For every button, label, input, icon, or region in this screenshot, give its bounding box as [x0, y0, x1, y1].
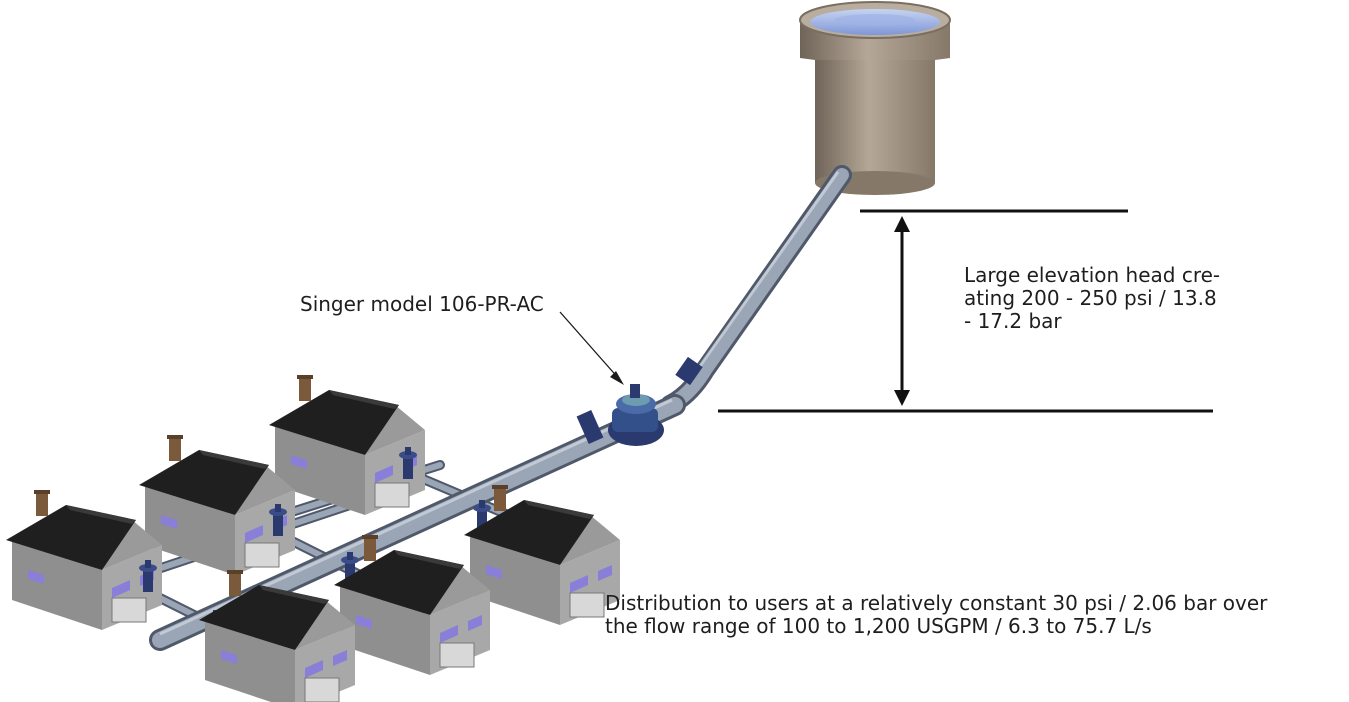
elevation-head-label: Large elevation head cre- ating 200 - 25… [964, 263, 1221, 333]
valve-model-label: Singer model 106-PR-AC [300, 292, 544, 316]
pressure-reducing-valve [608, 384, 664, 446]
distribution-label: Distribution to users at a relatively co… [605, 591, 1268, 638]
house [198, 569, 356, 702]
house [138, 434, 296, 576]
supply-pipe [660, 165, 852, 415]
house [5, 489, 163, 631]
elevation-head-marker [718, 209, 1213, 413]
reservoir-tank [799, 1, 951, 195]
valve-callout-arrow [559, 311, 624, 385]
